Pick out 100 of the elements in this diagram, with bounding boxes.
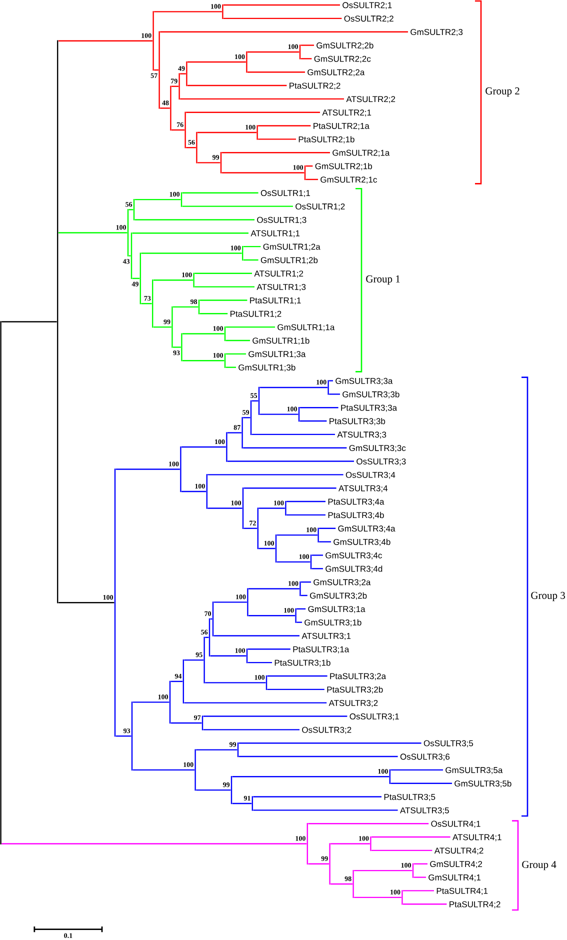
taxon-label: PtaSULTR3;4b	[328, 512, 384, 520]
taxon-label: OsSULTR3;2	[302, 726, 352, 734]
branch-line	[116, 468, 180, 470]
taxon-label: GmSULTR1;2a	[263, 244, 320, 251]
branch-line	[222, 152, 330, 154]
branch-line	[329, 380, 333, 382]
branch-line	[58, 232, 128, 234]
branch-line	[226, 366, 236, 368]
branch-line	[354, 896, 402, 898]
branch-line	[243, 417, 250, 418]
branch-line	[205, 682, 266, 684]
branch-line	[198, 162, 220, 164]
branch-line	[153, 326, 172, 328]
branch-line	[260, 386, 328, 388]
branch-line	[248, 648, 290, 650]
taxon-label: GmSULTR3;2b	[310, 592, 367, 600]
branch-line	[312, 568, 323, 570]
branch-line	[276, 534, 318, 536]
group-label: Group 4	[522, 861, 556, 870]
branch-line	[403, 904, 447, 905]
branch-line	[243, 447, 347, 448]
branch-line	[170, 722, 202, 724]
branch-line	[198, 132, 256, 134]
branch-line	[210, 655, 246, 656]
branch-line	[214, 602, 247, 603]
branch-line	[200, 300, 248, 301]
branch-line	[330, 843, 370, 844]
branch-line	[301, 594, 308, 596]
taxon-label: ATSULTR1;1	[250, 230, 300, 238]
branch-line	[253, 796, 382, 798]
branch-line	[354, 870, 412, 872]
branch-line	[134, 198, 181, 200]
branch-line	[300, 407, 338, 408]
branch-line	[252, 400, 258, 402]
taxon-label: OsSULTR2;1	[342, 2, 392, 10]
taxon-label: GmSULTR2;3	[410, 29, 463, 36]
taxon-label: ATSULTR2;2	[346, 96, 396, 104]
branch-line	[200, 313, 228, 314]
taxon-label: ATSULTR1;2	[254, 270, 304, 278]
branch-line	[319, 528, 336, 529]
branch-line	[196, 789, 231, 791]
taxon-label: OsSULTR3;4	[346, 472, 396, 479]
taxon-label: GmSULTR3;2a	[314, 579, 371, 586]
taxon-label: PtaSULTR3;4a	[328, 498, 384, 506]
taxon-label: ATSULTR2;1	[322, 110, 372, 117]
taxon-label: GmSULTR3;1b	[304, 619, 362, 626]
branch-line	[160, 108, 170, 109]
taxon-label: GmSULTR2;1b	[315, 162, 372, 170]
branch-line	[182, 333, 224, 334]
branch-line	[260, 414, 298, 415]
branch-line	[390, 782, 452, 784]
taxon-label: ATSULTR3;1	[302, 632, 351, 640]
branch-line	[208, 474, 344, 476]
taxon-label: GmSULTR2;2a	[308, 69, 365, 76]
branch-line	[58, 602, 114, 604]
branch-line	[244, 528, 258, 529]
group-label: Group 1	[366, 275, 400, 285]
taxon-label: GmSULTR1;3b	[238, 364, 296, 372]
branch-line	[248, 615, 295, 616]
branch-line	[188, 84, 287, 86]
branch-line	[226, 326, 275, 328]
branch-line	[372, 850, 432, 852]
branch-line	[252, 434, 335, 436]
branch-line	[153, 280, 193, 281]
taxon-label: PtaSULTR3;2a	[330, 673, 386, 680]
branch-line	[205, 636, 209, 638]
branch-line	[296, 608, 306, 610]
taxon-label: GmSULTR3;4b	[334, 538, 390, 546]
taxon-label: GmSULTR3;5a	[446, 767, 503, 774]
taxon-label: ATSULTR4;1	[452, 834, 502, 842]
group-label: Group 2	[486, 87, 520, 97]
branch-line	[258, 125, 311, 126]
branch-line	[132, 702, 170, 703]
branch-line	[2, 321, 57, 322]
branch-line	[403, 890, 434, 892]
branch-line	[312, 554, 323, 556]
branch-line	[244, 488, 336, 489]
branch-line	[232, 776, 390, 778]
branch-line	[173, 346, 181, 348]
branch-line	[141, 303, 152, 304]
branch-line	[154, 69, 158, 71]
branch-line	[226, 340, 250, 342]
taxon-label: OsSULTR3;3	[356, 458, 406, 466]
branch-line	[301, 581, 311, 583]
taxon-label: PtaSULTR2;1b	[298, 136, 354, 144]
branch-line	[300, 58, 312, 60]
branch-line	[306, 178, 318, 180]
branch-line	[194, 286, 254, 288]
taxon-label: PtaSULTR3;1a	[293, 646, 350, 654]
branch-line	[414, 863, 428, 864]
branch-line	[172, 129, 184, 131]
taxon-label: PtaSULTR2;1a	[314, 122, 370, 130]
branch-line	[194, 272, 252, 274]
branch-line	[173, 306, 198, 308]
taxon-label: ATSULTR3;4	[338, 485, 388, 492]
branch-line	[160, 31, 408, 32]
taxon-label: GmSULTR3;4d	[326, 566, 382, 573]
taxon-label: PtaSULTR4;1	[436, 888, 488, 895]
taxon-label: ATSULTR3;2	[328, 700, 378, 708]
taxon-label: GmSULTR3;3c	[349, 445, 406, 452]
